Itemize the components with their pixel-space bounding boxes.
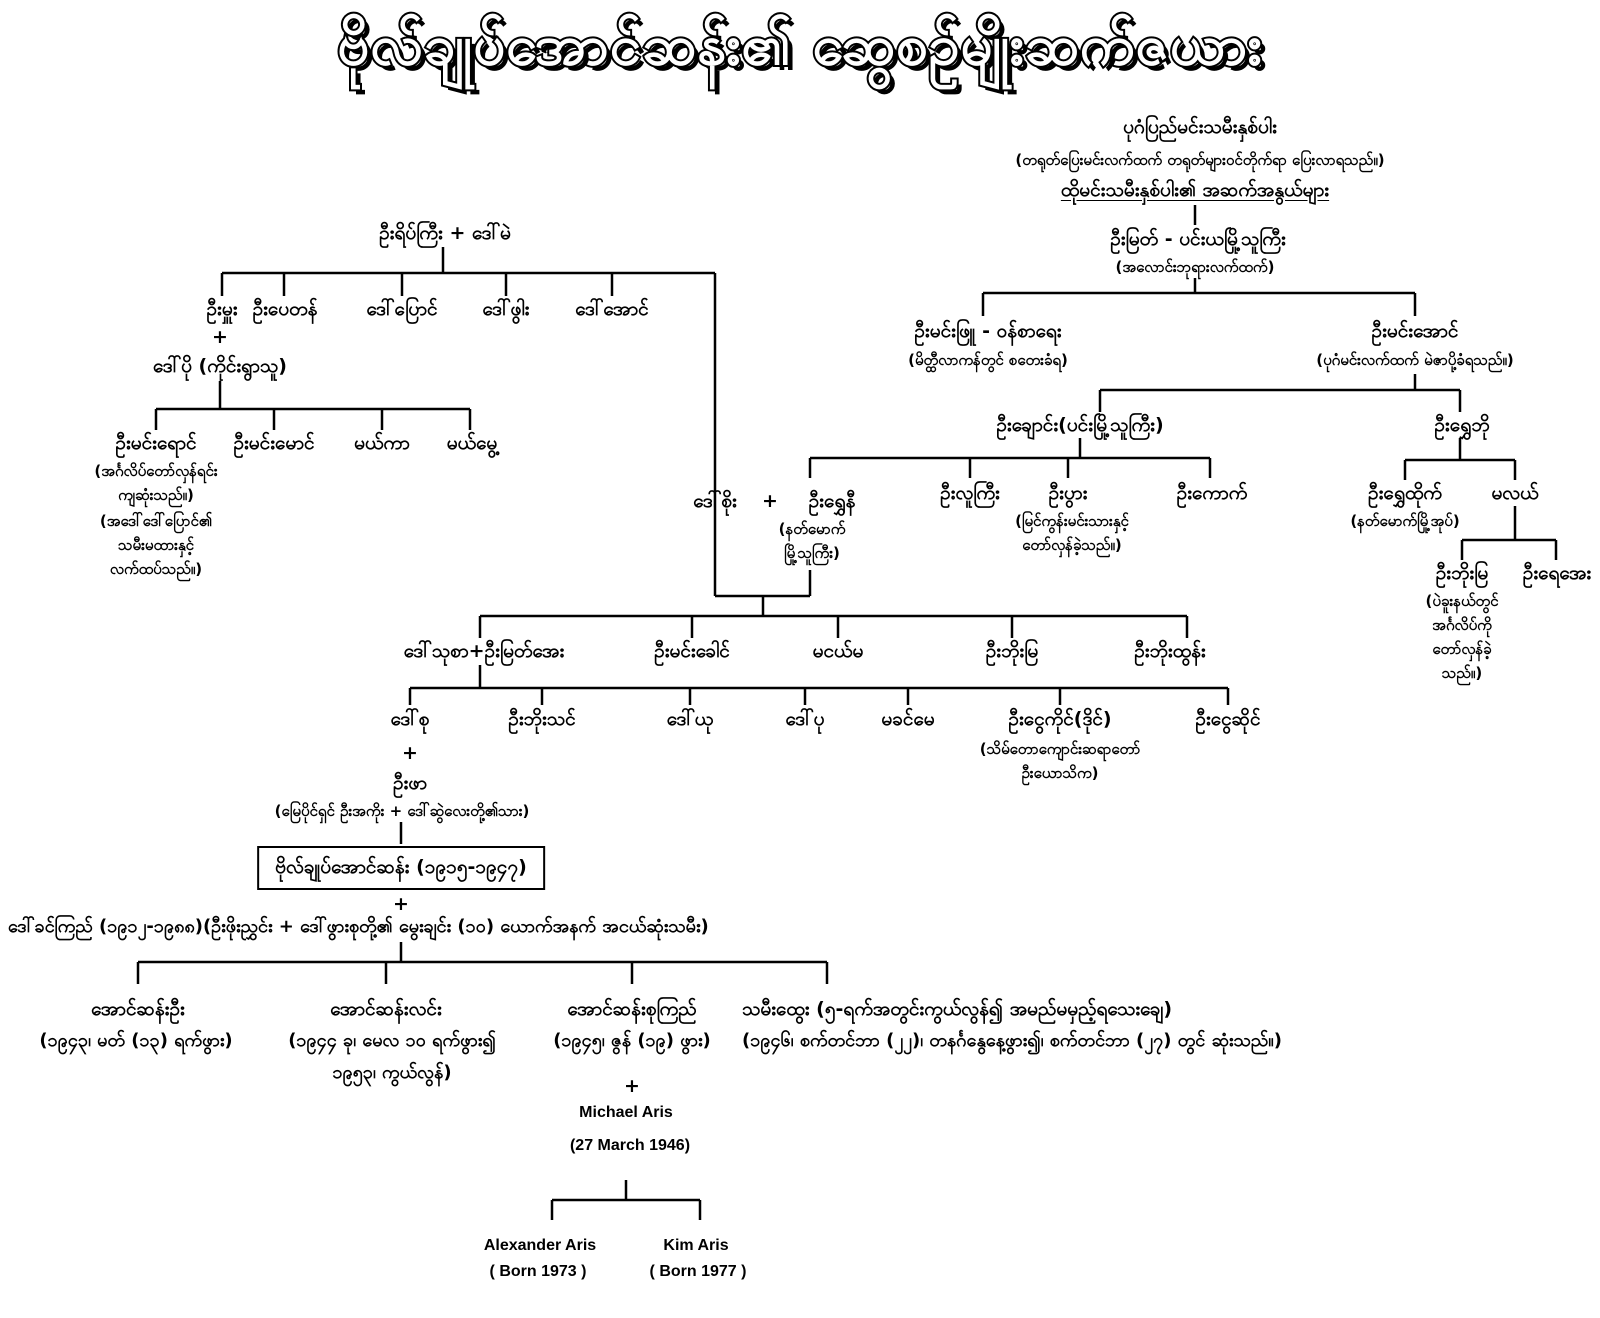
note-u-min-yaung-4: သမီးမထားနှင့်	[118, 536, 194, 554]
note-u-ngwe-kaing-1: (သိမ်တောကျောင်းဆရာတော်	[979, 740, 1141, 758]
note-u-shwe-ni-2: မြို့သူကြီး)	[784, 544, 840, 562]
note-aung-san-oo: (၁၉၄၃၊ မတ် (၁၃) ရက်ဖွား)	[39, 1030, 233, 1051]
node-daw-yu: ဒေါ်ယု	[666, 708, 714, 730]
node-u-pwa: ဦးပွား	[1048, 482, 1088, 504]
note-u-min-yaung-5: လက်ထပ်သည်။)	[109, 560, 203, 578]
note-michael-aris: (27 March 1946)	[569, 1137, 691, 1154]
node-aung-san-oo: အောင်ဆန်းဦး	[91, 998, 185, 1020]
node-alexander-aris: Alexander Aris	[483, 1237, 597, 1254]
node-pagan-princesses: ပုဂံပြည်မင်းသမီးနှစ်ပါး	[1123, 116, 1277, 138]
node-u-min-khaing: ဦးမင်းခေါင်	[654, 640, 730, 662]
node-u-bo-thin: ဦးဘိုးသင်	[508, 708, 576, 730]
node-descendants: ထိုမင်းသမီးနှစ်ပါး၏ အဆက်အနွယ်များ	[1060, 179, 1330, 201]
note-u-shwe-htaik: (နတ်မောက်မြို့အုပ်)	[1350, 512, 1460, 530]
node-daw-pwa: ဒေါ်ဖွါး	[482, 298, 530, 320]
note-u-myat: (အလောင်းဘုရားလက်ထက်)	[1115, 258, 1275, 276]
note-u-pwa-2: တော်လှန်ခဲ့သည်။)	[1022, 536, 1122, 554]
diagram-title: ဗိုလ်ချုပ်အောင်ဆန်း၏ ဆွေစဉ်မျိုးဆက်ဇယား	[335, 11, 1263, 80]
node-u-bo-htun: ဦးဘိုးထွန်း	[1134, 640, 1206, 662]
node-ma-lay: မလယ်	[1491, 482, 1539, 504]
node-daw-soe: ဒေါ်စိုး	[693, 490, 737, 512]
note-u-ngwe-kaing-2: ဦးယောသိက)	[1021, 764, 1099, 782]
node-kim-aris: Kim Aris	[663, 1237, 729, 1254]
plus-sign: +	[762, 490, 778, 512]
node-u-myat: ဦးမြတ် - ပင်းယမြို့သူကြီး	[1110, 228, 1286, 250]
node-michael-aris: Michael Aris	[579, 1104, 673, 1121]
node-aung-san: ဗိုလ်ချုပ်အောင်ဆန်း (၁၉၁၅-၁၉၄၇)	[257, 846, 545, 890]
note-u-bo-min-2: အင်္ဂလိပ်ကို	[1432, 616, 1492, 634]
node-daughter: သမီးထွေး (၅-ရက်အတွင်းကွယ်လွန်၍ အမည်မမှည့…	[742, 998, 1173, 1020]
note-u-min-yaung-3: (အဒေါ်ဒေါ်ပြောင်၏	[99, 512, 213, 530]
node-u-chaung: ဦးချောင်း(ပင်းမြို့သူကြီး)	[996, 414, 1164, 436]
plus-sign: +	[393, 893, 409, 915]
node-u-ngwe-saing: ဦးငွေဆိုင်	[1195, 708, 1261, 730]
node-ma-yin-hmway: မယ်မွေ့	[446, 432, 498, 454]
note-u-shwe-ni-1: (နတ်မောက်	[778, 520, 846, 538]
node-ma-yin-ma: မငယ်မ	[812, 640, 864, 662]
node-u-min-phyu: ဦးမင်းဖြူ - ဝန်စာရေး	[914, 320, 1062, 342]
note-aung-san-suu-kyi: (၁၉၄၅၊ ဇွန် (၁၉) ဖွား)	[553, 1030, 711, 1051]
node-aung-san-lin: အောင်ဆန်းလင်း	[330, 998, 442, 1020]
note-u-bo-min-1: (ပဲခူးနယ်တွင်	[1425, 592, 1499, 610]
note-kim-aris: ( Born 1977 )	[649, 1263, 747, 1280]
note-u-min-aung: (ပုဂံမင်းလက်ထက် မဲဇာပို့ခံရသည်။)	[1316, 351, 1514, 369]
node-daw-pu: ဒေါ်ပု	[785, 708, 825, 730]
node-daw-po: ဒေါ်ပို (ကိုင်းရွာသူ)	[153, 355, 287, 377]
node-u-min-aung: ဦးမင်းအောင်	[1371, 320, 1459, 342]
node-aung-san-suu-kyi: အောင်ဆန်းစုကြည်	[567, 998, 697, 1020]
node-u-min-maung: ဦးမင်းမောင်	[233, 432, 315, 454]
note-u-min-yaung-1: (အင်္ဂလိပ်တော်လှန်ရင်း	[94, 462, 218, 480]
node-u-yit-gyi: ဦးရိပ်ကြီး + ဒေါ်မဲ	[379, 222, 511, 244]
note-daughter: (၁၉၄၆၊ စက်တင်ဘာ (၂၂)၊ တနင်္ဂနွေနေ့ဖွား၍၊…	[742, 1030, 1282, 1051]
node-daw-khin-kyi: ဒေါ်ခင်ကြည် (၁၉၁၂-၁၉၈၈)(ဦးဖိုးညွှင်း + ဒ…	[8, 916, 709, 937]
note-alexander-aris: ( Born 1973 )	[489, 1263, 587, 1280]
note-u-min-phyu: (မိတ္ထီလာကန်တွင် စတေးခံရ)	[908, 351, 1068, 369]
note-aung-san-lin-1: (၁၉၄၄ ခု၊ မေလ ၁၀ ရက်ဖွား၍	[288, 1030, 496, 1051]
node-daw-thu-sa: ဒေါ်သုစာ+ဦးမြတ်အေး	[403, 640, 565, 662]
node-u-shwe-bo: ဦးရွှေဘို	[1434, 414, 1490, 436]
node-u-hmwe: ဦးမှူး	[206, 298, 238, 320]
node-u-ngwe-kaing: ဦးငွေကိုင်(ဒိုင်)	[1008, 708, 1112, 730]
node-u-bo-min: ဦးဘိုးမြ	[1435, 562, 1489, 584]
plus-sign: +	[402, 742, 418, 764]
node-u-pe-tan: ဦးပေတန်	[252, 298, 318, 320]
node-u-shwe-htaik: ဦးရွှေထိုက်	[1368, 482, 1442, 504]
node-u-ye-aye: ဦးရေအေး	[1522, 562, 1592, 584]
note-pagan-princesses: (တရုတ်ပြေးမင်းလက်ထက် တရုတ်များဝင်တိုက်ရာ…	[1015, 151, 1385, 169]
note-u-pha: (မြေပိုင်ရှင် ဦးအကိုး + ဒေါ်ဆွဲလေးတို့၏သ…	[274, 802, 530, 820]
node-ma-khin-me: မခင်မေ	[881, 708, 935, 730]
note-aung-san-lin-2: ၁၉၅၃၊ ကွယ်လွန်)	[332, 1062, 452, 1083]
node-daw-suu: ဒေါ်စု	[390, 708, 430, 730]
node-u-kaung: ဦးကောက်	[1176, 482, 1248, 504]
node-u-shwe-ni: ဦးရွှေနီ	[808, 490, 856, 512]
note-u-bo-min-3: တော်လှန်ခဲ့	[1432, 640, 1492, 658]
plus-sign: +	[624, 1075, 640, 1097]
node-ma-yin-ka: မယ်ကာ	[354, 432, 410, 454]
node-u-min-yaung: ဦးမင်းရောင်	[115, 432, 197, 454]
plus-sign: +	[212, 326, 228, 348]
node-u-lu-gyi: ဦးလူကြီး	[940, 482, 1000, 504]
node-u-pha: ဦးဖာ	[392, 772, 428, 794]
node-daw-aung: ဒေါ်အောင်	[575, 298, 649, 320]
node-daw-pyaung: ဒေါ်ပြောင်	[366, 298, 438, 320]
note-u-bo-min-4: သည်။)	[1441, 664, 1483, 682]
note-u-min-yaung-2: ကျဆုံးသည်။)	[118, 486, 194, 504]
note-u-pwa-1: (မြင်ကွန်းမင်းသားနှင့်	[1015, 512, 1129, 530]
node-u-bo-mya: ဦးဘိုးမြ	[985, 640, 1039, 662]
